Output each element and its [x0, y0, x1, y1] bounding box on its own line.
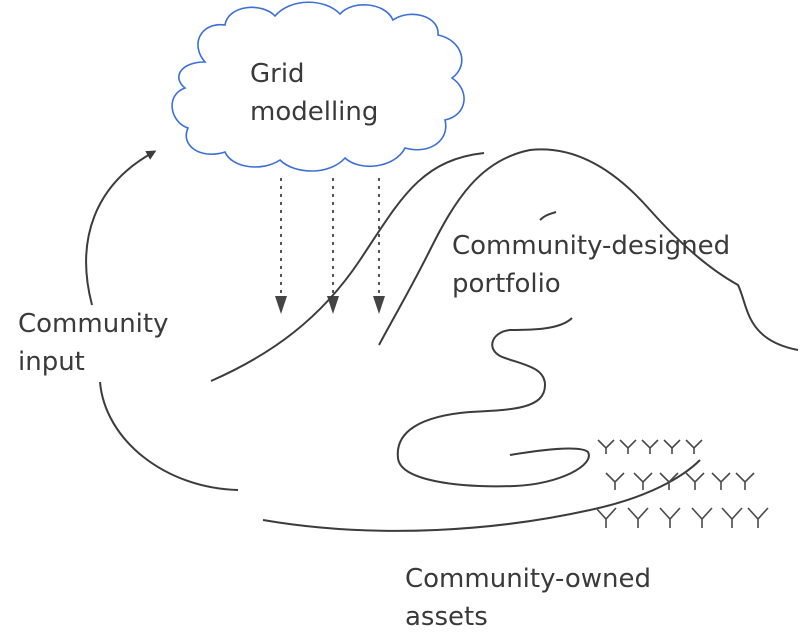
asset-glyph-row	[597, 439, 703, 454]
grid-modelling-line-2: modelling	[250, 97, 379, 127]
landscape-line-inner	[378, 148, 799, 351]
assets-line-2: assets	[405, 602, 488, 632]
dotted-arrow	[327, 178, 339, 314]
landscape-line-left	[210, 152, 485, 382]
dotted-arrow	[275, 178, 287, 314]
grid-modelling-line-1: Grid	[250, 59, 305, 89]
feedback-arrow	[85, 150, 157, 306]
asset-glyphs	[595, 439, 769, 528]
community-input-line-1: Community	[18, 309, 169, 339]
portfolio-line-2: portfolio	[452, 269, 561, 299]
portfolio-line-1: Community-designed	[452, 231, 731, 261]
asset-glyph-row	[605, 472, 755, 490]
community-input-line-2: input	[18, 347, 85, 377]
river-line	[396, 317, 590, 488]
dotted-arrows	[275, 178, 385, 314]
grid-modelling-cloud	[171, 1, 465, 172]
community-owned-assets-label: Community-owned assets	[405, 560, 651, 636]
assets-line-1: Community-owned	[405, 564, 652, 594]
dotted-arrow	[373, 178, 385, 314]
grid-modelling-label: Grid modelling	[250, 55, 378, 131]
community-input-label: Community input	[18, 305, 168, 381]
input-lower-curve	[99, 381, 239, 491]
portfolio-tick	[539, 211, 557, 221]
community-designed-portfolio-label: Community-designed portfolio	[452, 227, 730, 303]
bottom-ground-line	[262, 459, 701, 532]
asset-glyph-row	[595, 507, 769, 528]
